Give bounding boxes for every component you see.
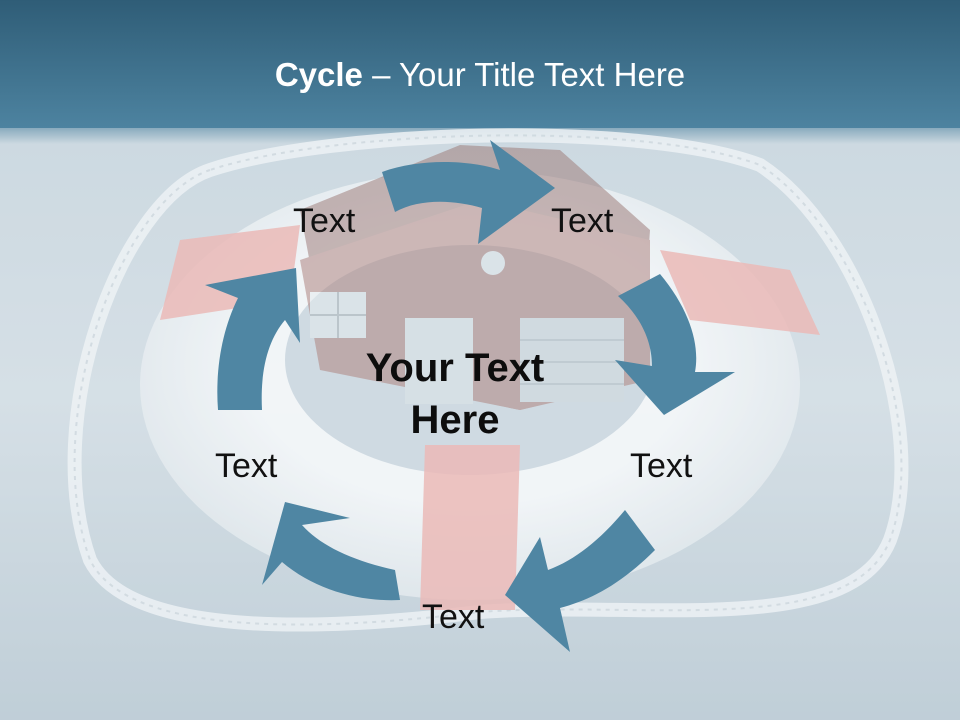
cycle-arrow-top [382,140,555,244]
center-text-line2: Here [410,398,500,442]
cycle-arrow-right [615,274,735,415]
node-label-top-left: Text [293,202,356,240]
title-rest: – Your Title Text Here [362,56,686,93]
node-label-bottom: Text [422,598,485,636]
center-text: Your Text Here [300,342,610,446]
center-text-line1: Your Text [365,346,545,390]
slide-title: Cycle – Your Title Text Here [0,52,960,98]
cycle-arrow-bottom-left [262,502,400,601]
node-label-right: Text [630,447,693,485]
node-label-left: Text [215,447,278,485]
title-bold-part: Cycle [274,56,363,93]
cycle-arrow-bottom-right [505,510,655,652]
node-label-top-right: Text [551,202,614,240]
cycle-arrow-left [205,268,300,410]
